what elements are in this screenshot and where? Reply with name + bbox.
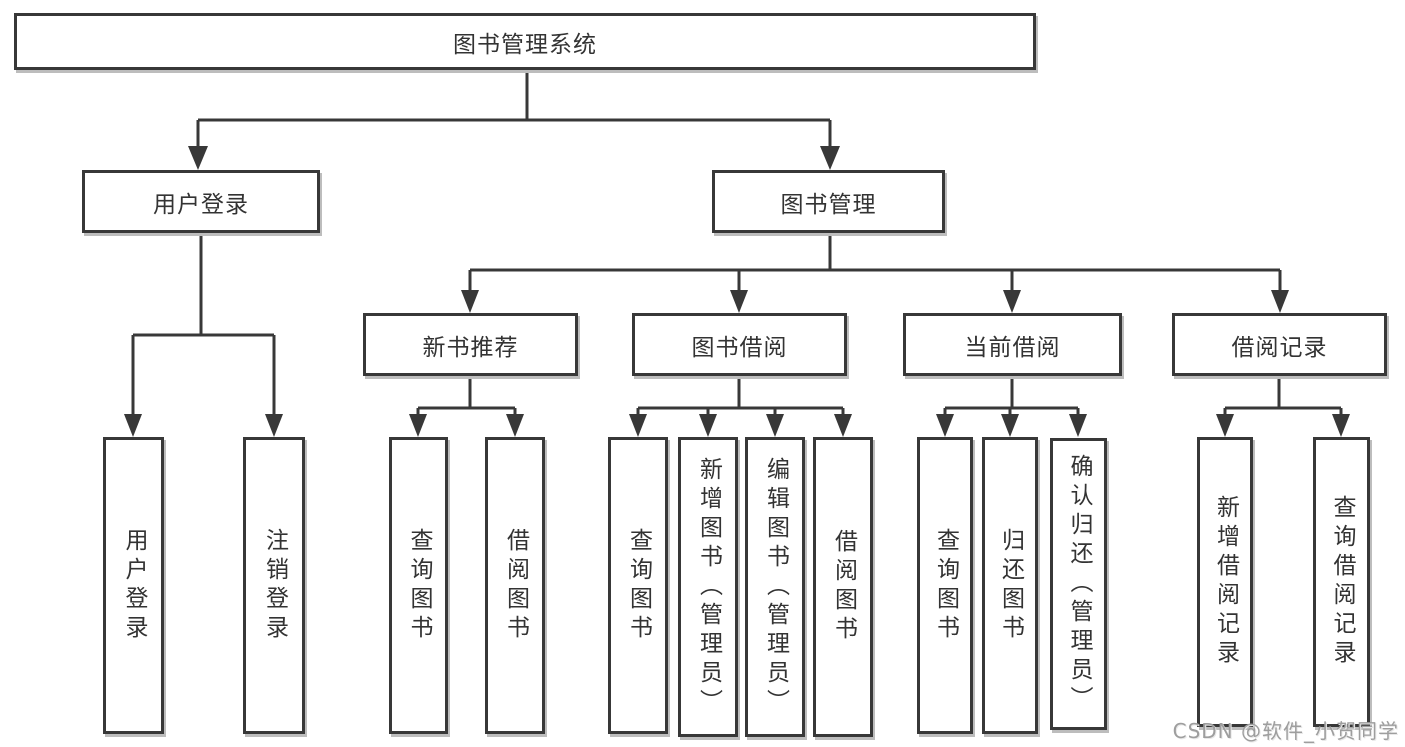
leaf-logout-label: 注销登录 xyxy=(261,527,288,644)
leaf-borrow-books-recommend: 借阅图书 xyxy=(485,437,545,734)
node-current-borrowing-label: 当前借阅 xyxy=(964,334,1061,361)
watermark: CSDN @软件_小贺同学 xyxy=(1172,719,1399,743)
leaf-search-books-recommend: 查询图书 xyxy=(389,437,448,734)
node-user-login-label: 用户登录 xyxy=(153,191,249,218)
leaf-search-books-borrow: 查询图书 xyxy=(608,437,668,734)
node-book-borrowing: 图书借阅 xyxy=(632,313,847,376)
node-new-book-recommendation: 新书推荐 xyxy=(363,313,578,376)
leaf-borrow-books-label: 借阅图书 xyxy=(830,529,857,645)
node-root: 图书管理系统 xyxy=(14,13,1036,70)
leaf-confirm-return-admin: 确认归还（管理员） xyxy=(1050,438,1107,730)
node-book-borrowing-label: 图书借阅 xyxy=(691,334,788,361)
node-borrowing-records-label: 借阅记录 xyxy=(1231,334,1328,361)
leaf-search-books-borrow-label: 查询图书 xyxy=(625,527,652,644)
node-new-book-recommendation-label: 新书推荐 xyxy=(422,334,519,361)
node-user-login: 用户登录 xyxy=(82,170,320,233)
leaf-edit-books-admin-label: 编辑图书（管理员） xyxy=(762,456,789,718)
node-current-borrowing: 当前借阅 xyxy=(903,313,1122,376)
leaf-logout: 注销登录 xyxy=(243,437,305,734)
node-book-management-label: 图书管理 xyxy=(780,191,877,218)
leaf-add-books-admin-label: 新增图书（管理员） xyxy=(695,456,722,718)
leaf-search-books-current: 查询图书 xyxy=(917,437,973,734)
leaf-add-borrow-record-label: 新增借阅记录 xyxy=(1212,495,1239,669)
node-root-label: 图书管理系统 xyxy=(453,31,597,58)
leaf-user-login-label: 用户登录 xyxy=(121,527,147,644)
leaf-return-books-label: 归还图书 xyxy=(997,527,1024,644)
node-borrowing-records: 借阅记录 xyxy=(1172,313,1387,376)
node-book-management: 图书管理 xyxy=(712,170,945,233)
leaf-borrow-books-recommend-label: 借阅图书 xyxy=(502,527,529,644)
leaf-borrow-books: 借阅图书 xyxy=(813,437,873,737)
leaf-search-borrow-record-label: 查询借阅记录 xyxy=(1329,495,1355,669)
leaf-return-books: 归还图书 xyxy=(982,437,1038,734)
leaf-search-books-current-label: 查询图书 xyxy=(932,527,959,644)
leaf-search-borrow-record: 查询借阅记录 xyxy=(1313,437,1370,727)
leaf-edit-books-admin: 编辑图书（管理员） xyxy=(745,437,805,737)
leaf-confirm-return-admin-label: 确认归还（管理员） xyxy=(1066,453,1092,715)
leaf-search-books-recommend-label: 查询图书 xyxy=(406,527,432,644)
leaf-user-login: 用户登录 xyxy=(103,437,164,734)
leaf-add-books-admin: 新增图书（管理员） xyxy=(678,437,738,737)
leaf-add-borrow-record: 新增借阅记录 xyxy=(1197,437,1253,727)
